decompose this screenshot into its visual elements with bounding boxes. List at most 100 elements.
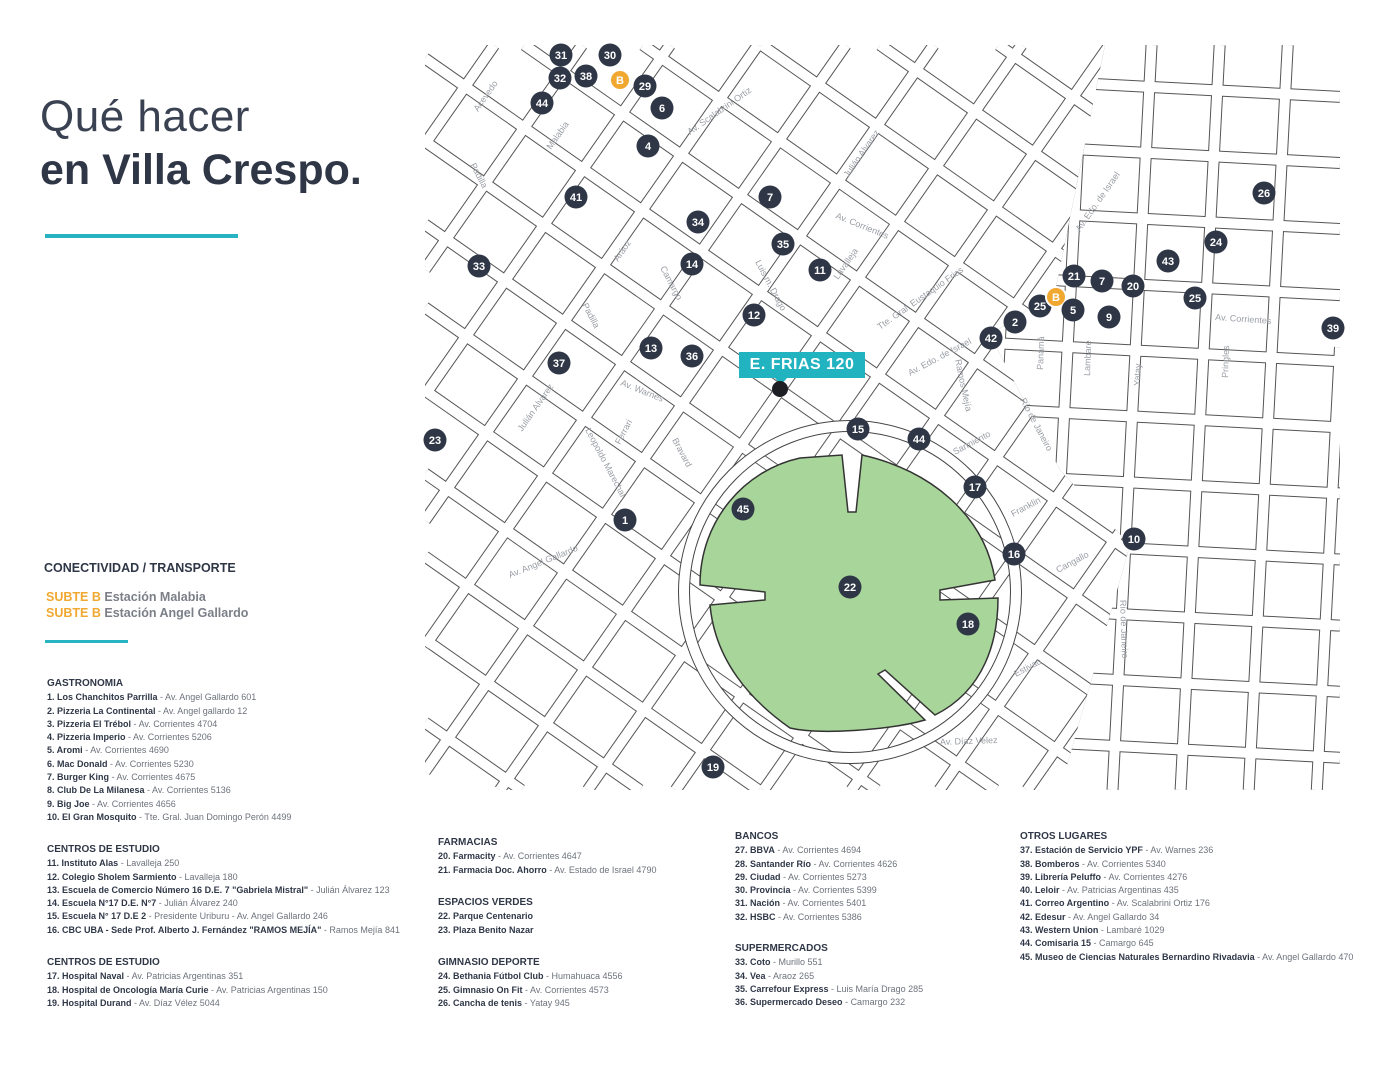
poi-marker[interactable]: 25 (1183, 286, 1207, 310)
legend-item: 22. Parque Centenario (438, 910, 534, 923)
poi-marker[interactable]: 38 (574, 64, 598, 88)
marker-label: 34 (692, 217, 705, 229)
subte-line-malabia: SUBTE B Estación Malabia (46, 590, 206, 604)
poi-marker[interactable]: 35 (771, 232, 795, 256)
legend-item-name: 36. Supermercado Deseo (735, 997, 843, 1008)
poi-marker[interactable]: 18 (956, 612, 980, 636)
poi-marker[interactable]: 20 (1121, 274, 1145, 298)
legend-item: 39. Librería Peluffo - Av. Corrientes 42… (1020, 871, 1188, 882)
poi-marker[interactable]: 33 (467, 254, 491, 278)
legend-item-name: 17. Hospital Naval (47, 971, 125, 982)
marker-label: 12 (748, 310, 760, 322)
page-title-line2: en Villa Crespo. (40, 146, 362, 194)
legend-item-address: Av. Angel Gallardo 601 (165, 692, 257, 703)
legend-item: 27. BBVA - Av. Corrientes 4694 (735, 845, 862, 856)
poi-marker[interactable]: 12 (742, 303, 766, 327)
poi-marker[interactable]: 6 (650, 96, 674, 120)
poi-marker[interactable]: 43 (1156, 249, 1180, 273)
legend-item-address: Av. Corrientes 5273 (788, 871, 867, 882)
marker-circle (636, 134, 660, 158)
legend-item: 8. Club De La Milanesa - Av. Corrientes … (47, 785, 231, 796)
marker-circle (686, 210, 710, 234)
legend-item-name: 11. Instituto Alas (47, 858, 119, 869)
poi-marker[interactable]: 13 (639, 336, 663, 360)
street-label: Av. Díaz Velez (940, 735, 999, 747)
marker-circle (423, 428, 447, 452)
legend-item: 5. Aromi - Av. Corrientes 4690 (47, 745, 169, 756)
subway-icon (1045, 286, 1067, 308)
page-title-line1: Qué hacer (40, 92, 250, 141)
poi-marker[interactable]: 23 (423, 428, 447, 452)
poi-marker[interactable]: 45 (731, 497, 755, 521)
poi-marker[interactable]: 11 (808, 258, 832, 282)
poi-marker[interactable]: 9 (1097, 305, 1121, 329)
poi-marker[interactable]: 1 (613, 508, 637, 532)
marker-label: 26 (1258, 188, 1270, 200)
legend-item: 13. Escuela de Comercio Número 16 D.E. 7… (47, 884, 390, 895)
legend-item-address: Julián Álvarez 123 (316, 884, 390, 895)
poi-marker[interactable]: 39 (1321, 316, 1345, 340)
legend-item-name: 16. CBC UBA - Sede Prof. Alberto J. Fern… (47, 924, 322, 935)
poi-marker[interactable]: 14 (680, 252, 704, 276)
subte-station-marker[interactable]: B (609, 69, 631, 91)
street-label: Av. Corrientes (1215, 312, 1272, 326)
marker-label: 42 (985, 333, 997, 345)
poi-marker[interactable]: 44 (530, 91, 554, 115)
property-location-pin (772, 381, 788, 397)
poi-marker[interactable]: 29 (633, 74, 657, 98)
poi-marker[interactable]: 34 (686, 210, 710, 234)
legend-item: 2. Pizzeria La Continental - Av. Angel g… (47, 705, 248, 716)
poi-marker[interactable]: 41 (564, 185, 588, 209)
poi-marker[interactable]: 44 (907, 427, 931, 451)
legend-item: 36. Supermercado Deseo - Camargo 232 (735, 997, 906, 1008)
poi-marker[interactable]: 31 (549, 43, 573, 67)
poi-marker[interactable]: 16 (1002, 542, 1026, 566)
legend-item-name: 44. Comisaria 15 (1020, 938, 1092, 949)
poi-marker[interactable]: 36 (680, 344, 704, 368)
marker-circle (650, 96, 674, 120)
poi-marker[interactable]: 22 (838, 575, 862, 599)
legend-item: 15. Escuela N° 17 D.E 2 - Presidente Uri… (47, 911, 328, 922)
poi-marker[interactable]: 7 (1090, 269, 1114, 293)
legend-item-name: 41. Correo Argentino (1020, 898, 1110, 909)
marker-label: 36 (686, 351, 698, 363)
poi-marker[interactable]: 17 (963, 475, 987, 499)
marker-label: 7 (1099, 276, 1105, 288)
legend-item: 25. Gimnasio On Fit - Av. Corrientes 457… (438, 984, 609, 995)
poi-marker[interactable]: 24 (1204, 230, 1228, 254)
legend-item: 11. Instituto Alas - Lavalleja 250 (47, 858, 180, 869)
legend-item-address: Av. Díaz Vélez 5044 (139, 997, 220, 1008)
marker-label: 21 (1068, 271, 1080, 283)
poi-marker[interactable]: 15 (846, 417, 870, 441)
legend-item-name: 21. Farmacia Doc. Ahorro (438, 864, 547, 875)
legend-item: 16. CBC UBA - Sede Prof. Alberto J. Fern… (47, 924, 400, 935)
subte-station: Estación Malabia (104, 590, 206, 604)
poi-marker[interactable]: 5 (1061, 298, 1085, 322)
poi-marker[interactable]: 19 (701, 755, 725, 779)
marker-label: 2 (1012, 317, 1018, 329)
marker-circle (613, 508, 637, 532)
poi-marker[interactable]: 21 (1062, 264, 1086, 288)
marker-circle (548, 66, 572, 90)
poi-marker[interactable]: 42 (979, 326, 1003, 350)
poi-marker[interactable]: 32 (548, 66, 572, 90)
poi-marker[interactable]: 37 (547, 351, 571, 375)
legend-item-address: Av. Corrientes 5340 (1087, 858, 1166, 869)
legend-item: 21. Farmacia Doc. Ahorro - Av. Estado de… (438, 864, 657, 875)
poi-marker[interactable]: 10 (1122, 527, 1146, 551)
poi-marker[interactable]: 4 (636, 134, 660, 158)
poi-marker[interactable]: 30 (598, 43, 622, 67)
poi-marker[interactable]: 26 (1252, 181, 1276, 205)
poi-marker[interactable]: 2 (1003, 310, 1027, 334)
marker-label: 5 (1070, 305, 1076, 317)
marker-label: 31 (555, 50, 567, 62)
marker-circle (598, 43, 622, 67)
poi-marker[interactable]: 7 (758, 185, 782, 209)
subte-station-marker[interactable]: B (1045, 286, 1067, 308)
marker-circle (808, 258, 832, 282)
marker-circle (564, 185, 588, 209)
legend-item-name: 29. Ciudad (735, 871, 781, 882)
marker-circle (574, 64, 598, 88)
